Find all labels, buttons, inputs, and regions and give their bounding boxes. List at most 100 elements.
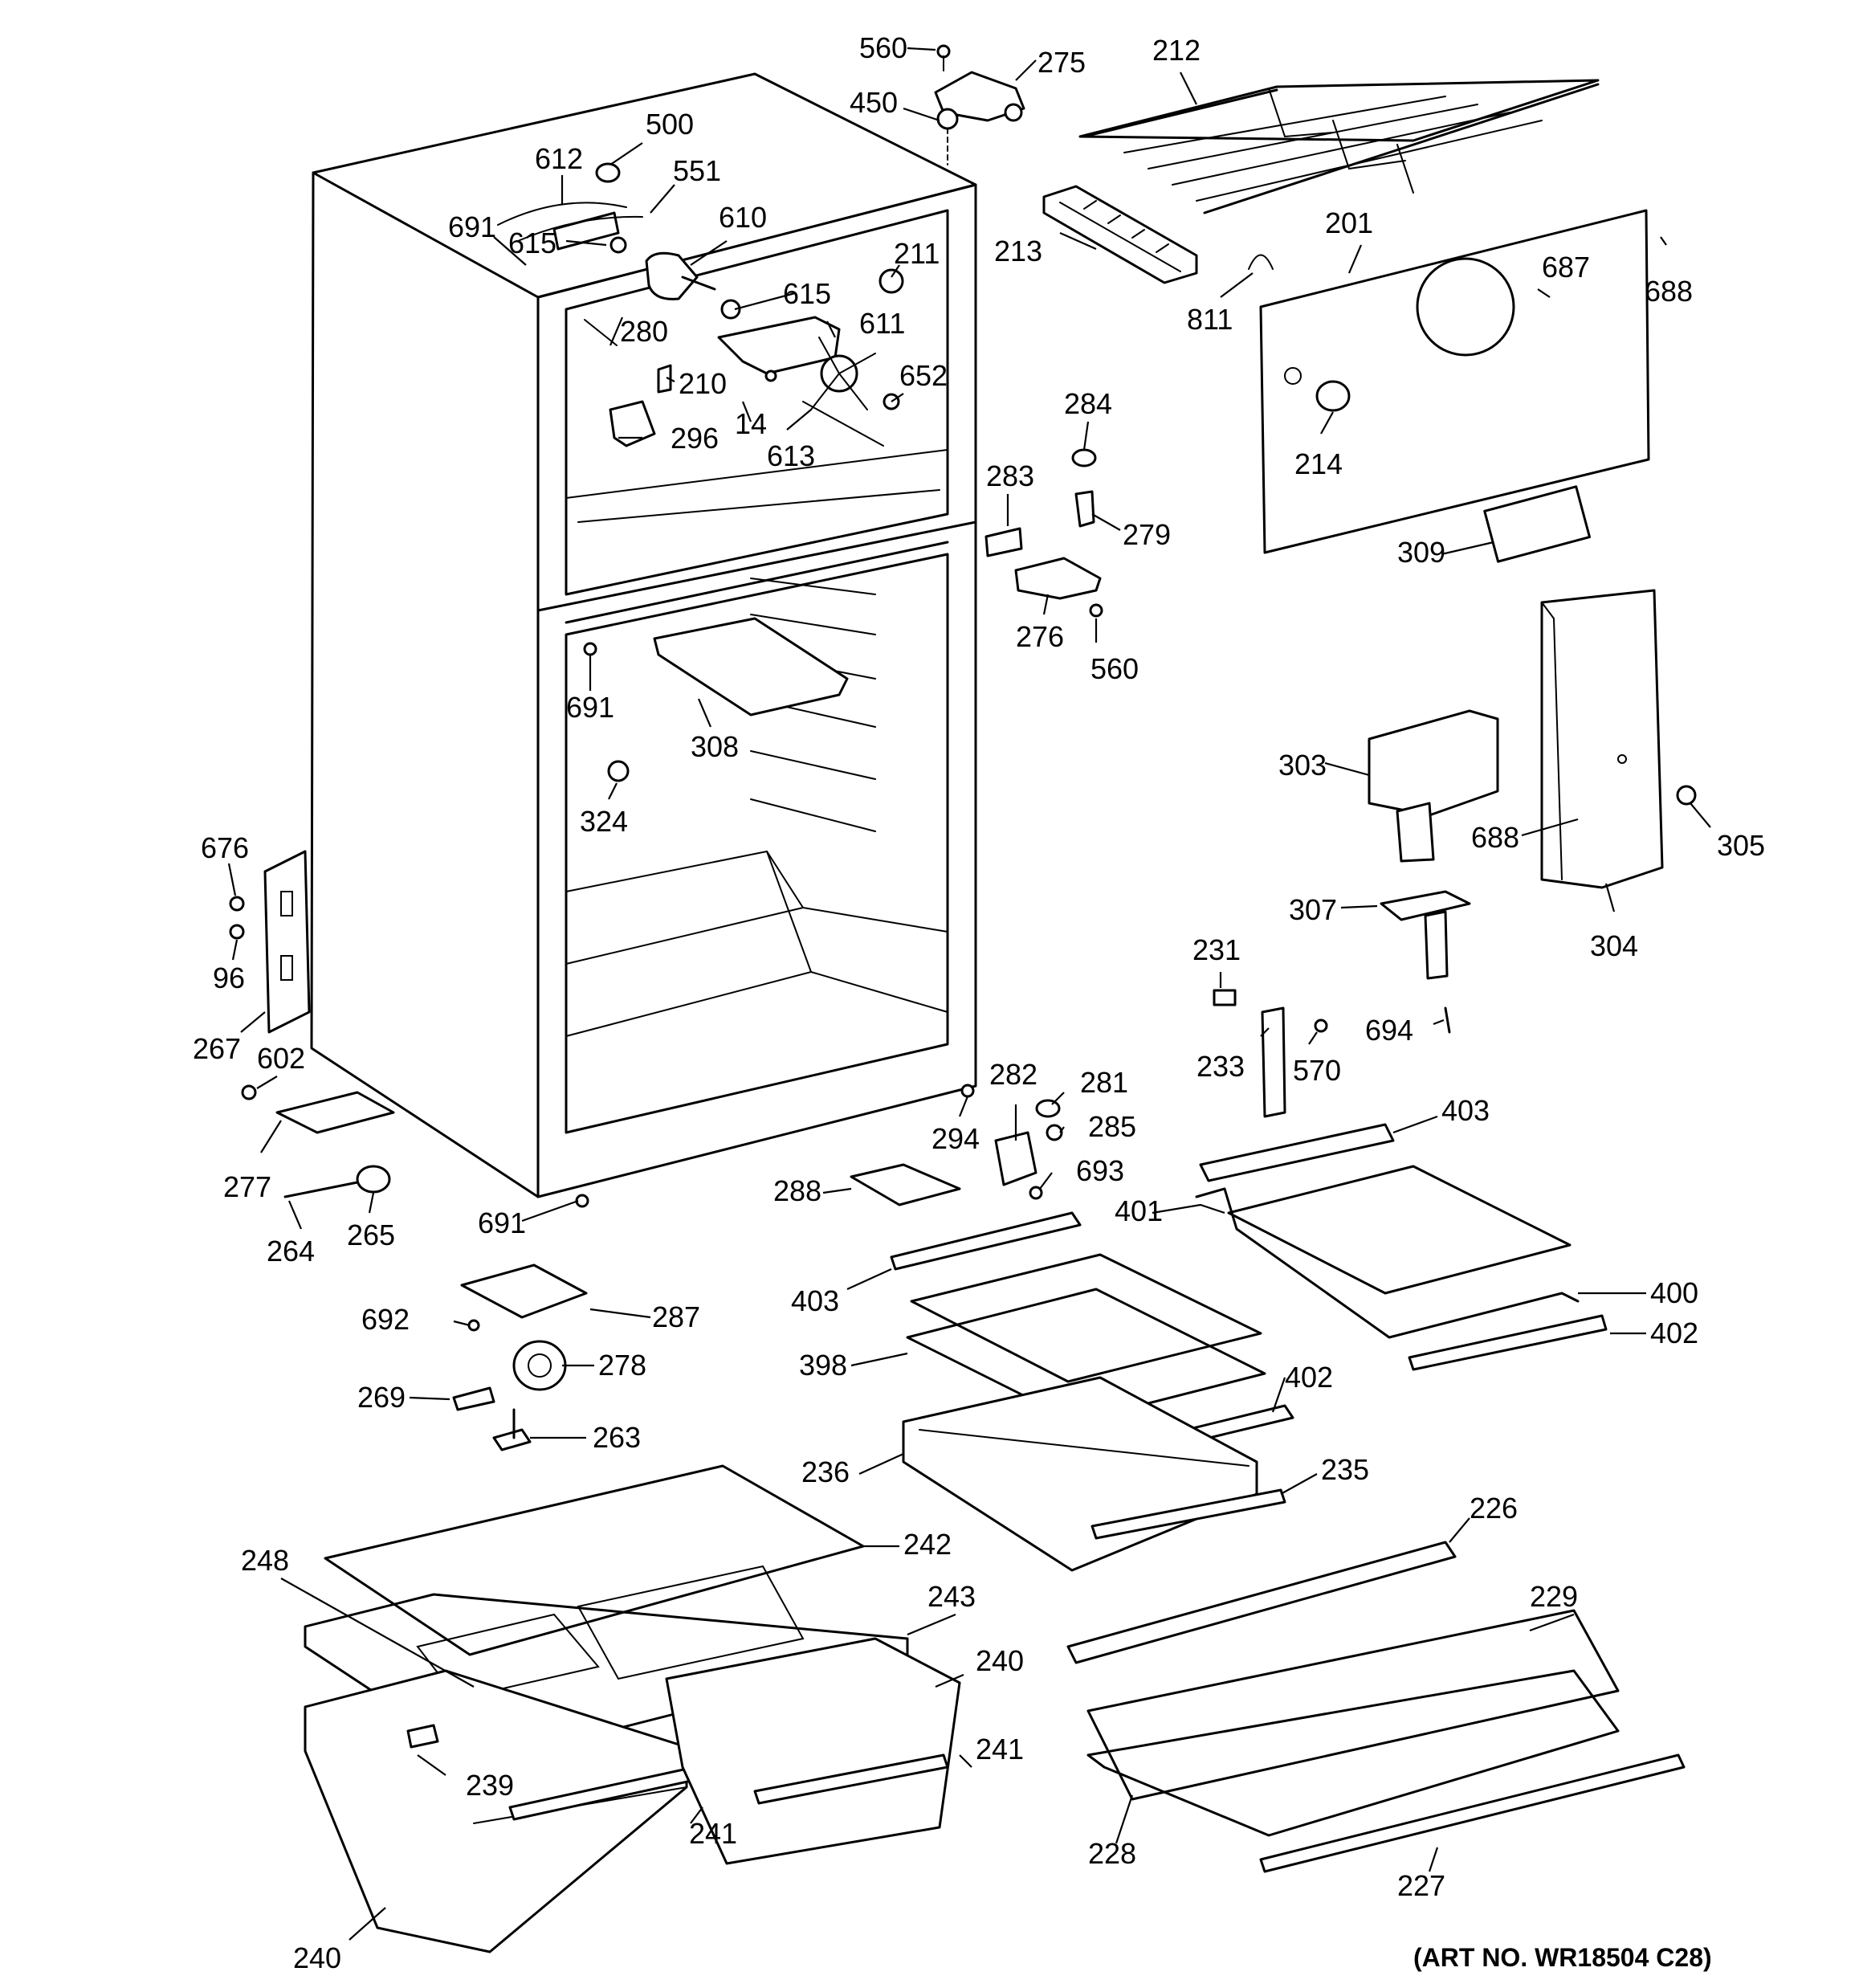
meat-pan-cover <box>583 617 849 782</box>
freezer-fan-parts <box>497 162 904 447</box>
callout-402: 402 <box>1650 1316 1698 1349</box>
callout-213: 213 <box>994 235 1042 267</box>
callout-398: 398 <box>799 1349 847 1382</box>
meat-drawer <box>902 1376 1286 1572</box>
callout-687: 687 <box>1542 251 1590 284</box>
upper-right-shelf <box>1195 1123 1608 1371</box>
callout-403: 403 <box>791 1284 839 1317</box>
callout-294: 294 <box>932 1122 980 1155</box>
callout-282: 282 <box>989 1058 1037 1091</box>
callout-280: 280 <box>620 315 668 348</box>
art-number: (ART NO. WR18504 C28) <box>1413 1943 1712 1972</box>
callout-309: 309 <box>1397 536 1445 569</box>
callout-691: 691 <box>478 1206 526 1239</box>
callout-401: 401 <box>1115 1194 1163 1227</box>
callout-602: 602 <box>257 1042 305 1075</box>
callout-688: 688 <box>1471 821 1519 854</box>
lower-right-shelf <box>1066 1541 1686 1873</box>
callout-265: 265 <box>347 1219 395 1251</box>
callout-652: 652 <box>899 359 948 392</box>
callout-228: 228 <box>1088 1837 1136 1870</box>
roller-and-leveler-parts <box>452 1263 588 1451</box>
callout-242: 242 <box>903 1528 952 1561</box>
callout-267: 267 <box>193 1032 241 1065</box>
callout-560: 560 <box>859 31 907 64</box>
callout-500: 500 <box>646 108 694 141</box>
callout-612: 612 <box>535 142 583 175</box>
callout-285: 285 <box>1088 1110 1136 1143</box>
callout-277: 277 <box>223 1170 271 1203</box>
callout-688: 688 <box>1645 275 1693 308</box>
callout-226: 226 <box>1470 1492 1518 1525</box>
leader-lines <box>227 47 1711 1941</box>
callout-229: 229 <box>1530 1580 1578 1613</box>
callout-324: 324 <box>580 805 628 838</box>
callout-248: 248 <box>241 1544 289 1577</box>
callout-811: 811 <box>1187 303 1233 336</box>
callout-96: 96 <box>213 961 245 994</box>
callout-275: 275 <box>1037 46 1086 79</box>
callout-243: 243 <box>927 1580 976 1613</box>
callout-615: 615 <box>783 277 831 310</box>
callout-303: 303 <box>1278 749 1327 782</box>
shelf-support-bracket <box>1213 989 1328 1118</box>
callout-284: 284 <box>1064 387 1112 420</box>
callout-236: 236 <box>801 1455 850 1488</box>
callout-278: 278 <box>598 1349 646 1382</box>
callout-570: 570 <box>1293 1054 1341 1087</box>
callout-283: 283 <box>986 459 1034 492</box>
callout-691: 691 <box>566 691 614 724</box>
callout-400: 400 <box>1650 1276 1698 1309</box>
temperature-control-housing <box>1368 589 1697 1034</box>
callout-labels: 560 275 212 450 500 612 551 691 615 610 … <box>193 31 1765 1974</box>
callout-269: 269 <box>357 1381 406 1414</box>
callout-402: 402 <box>1285 1361 1333 1394</box>
top-hinge-assembly <box>934 44 1025 165</box>
callout-560: 560 <box>1090 652 1139 685</box>
callout-281: 281 <box>1080 1066 1128 1099</box>
crisper-drawers <box>304 1637 961 1953</box>
callout-210: 210 <box>679 367 727 400</box>
callout-239: 239 <box>466 1769 514 1802</box>
callout-692: 692 <box>361 1303 410 1336</box>
callout-240: 240 <box>293 1941 341 1974</box>
callout-296: 296 <box>671 422 719 455</box>
callout-611: 611 <box>859 307 905 340</box>
callout-279: 279 <box>1123 518 1171 551</box>
callout-241: 241 <box>976 1733 1024 1766</box>
callout-240: 240 <box>976 1644 1024 1677</box>
callout-287: 287 <box>652 1300 700 1333</box>
callout-691: 691 <box>448 210 496 243</box>
callout-308: 308 <box>691 730 739 763</box>
callout-264: 264 <box>267 1235 315 1268</box>
callout-693: 693 <box>1076 1154 1124 1187</box>
callout-235: 235 <box>1321 1453 1369 1486</box>
callout-694: 694 <box>1365 1014 1413 1047</box>
callout-214: 214 <box>1294 447 1343 480</box>
callout-551: 551 <box>673 154 721 187</box>
callout-14: 14 <box>735 407 767 440</box>
callout-263: 263 <box>593 1421 641 1454</box>
bottom-hinge-assembly <box>850 1084 1063 1206</box>
clip-811 <box>1248 254 1274 270</box>
callout-613: 613 <box>767 439 815 472</box>
callout-201: 201 <box>1325 206 1373 239</box>
callout-288: 288 <box>773 1174 821 1207</box>
callout-241: 241 <box>689 1817 737 1850</box>
callout-615: 615 <box>508 227 556 259</box>
callout-227: 227 <box>1397 1869 1445 1902</box>
callout-212: 212 <box>1152 34 1201 67</box>
callout-610: 610 <box>719 201 767 234</box>
callout-233: 233 <box>1196 1050 1245 1083</box>
callout-403: 403 <box>1441 1094 1490 1127</box>
ice-tray <box>1042 185 1198 284</box>
callout-305: 305 <box>1717 829 1765 862</box>
center-hinge-assembly <box>984 448 1103 618</box>
freezer-wire-shelf <box>1078 79 1600 214</box>
callout-211: 211 <box>894 237 940 270</box>
callout-231: 231 <box>1192 933 1241 966</box>
refrigerator-cabinet <box>310 72 977 1198</box>
freezer-back-panel <box>1259 209 1650 563</box>
callout-450: 450 <box>850 86 898 119</box>
